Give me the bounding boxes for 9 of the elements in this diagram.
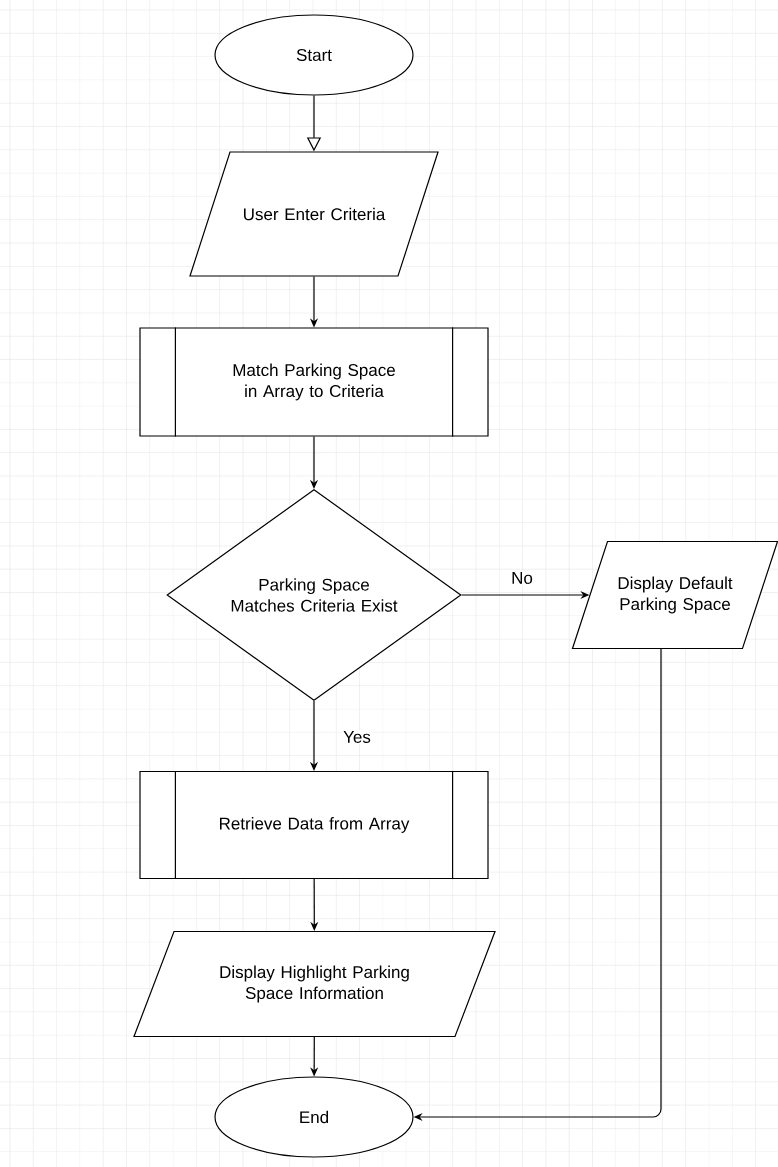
node-label: End (300, 1110, 329, 1124)
edge-label: No (510, 571, 534, 585)
subprocess-box: Retrieve Data from Array (139, 770, 489, 880)
edge-label: Yes (342, 730, 372, 744)
subprocess-box: Match Parking Space in Array to Criteria (139, 326, 489, 438)
input-output-parallelogram: Display Default Parking Space (571, 540, 778, 650)
input-output-parallelogram: User Enter Criteria (189, 151, 439, 277)
node-label: Display Default Parking Space (618, 576, 733, 614)
node-label: Parking Space Matches Criteria Exist (231, 578, 398, 612)
